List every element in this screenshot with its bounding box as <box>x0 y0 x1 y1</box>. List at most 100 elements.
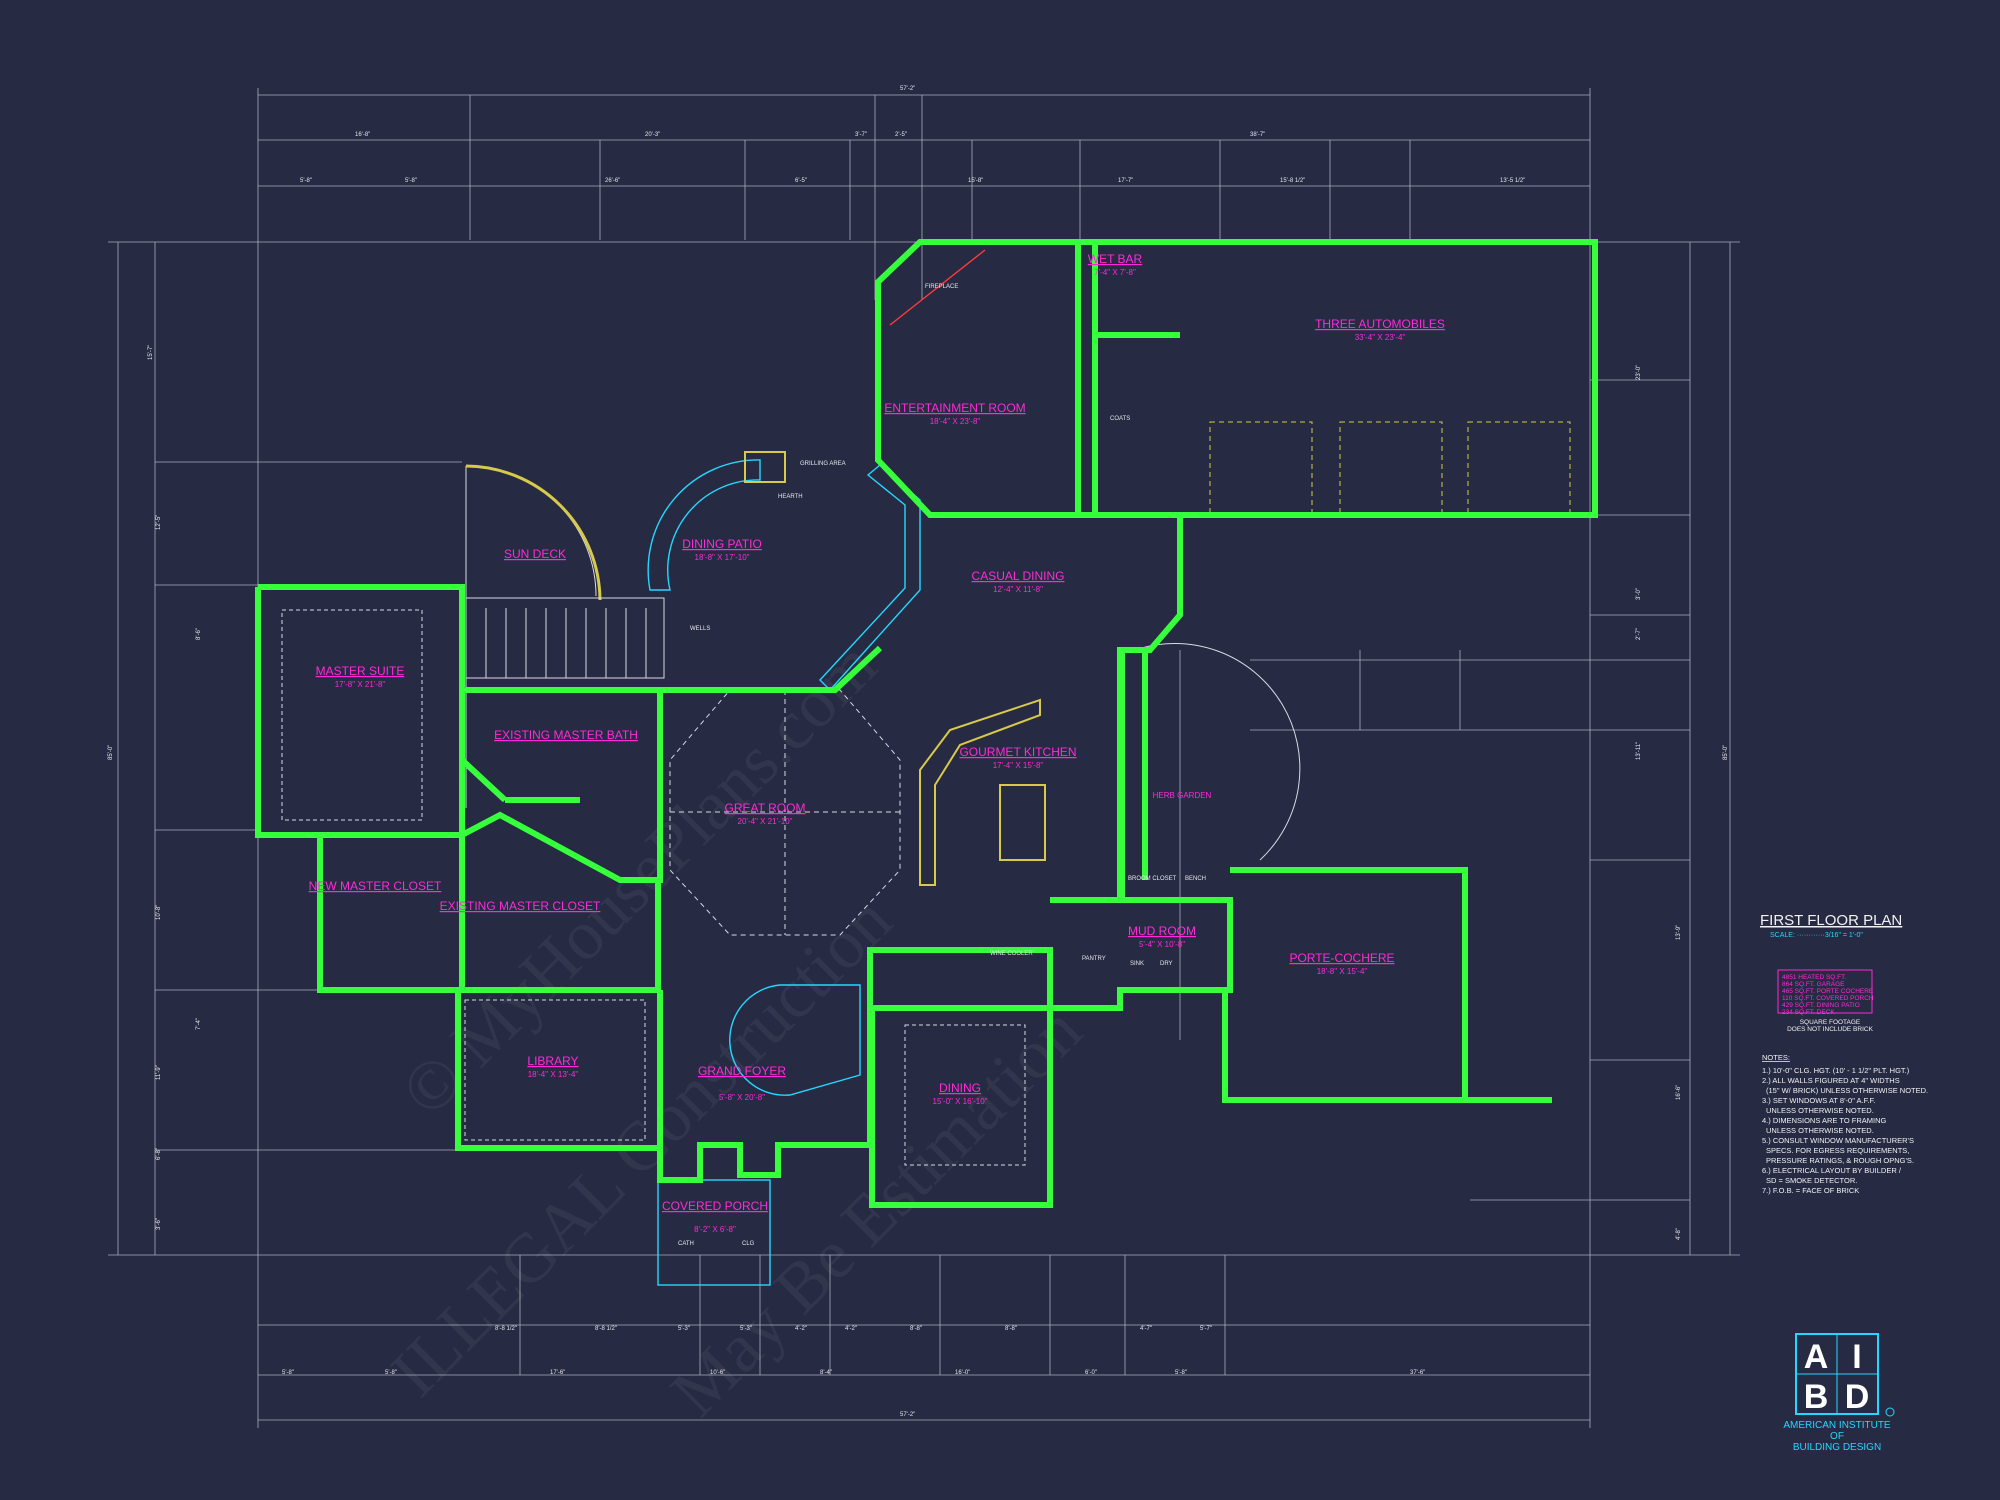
dim-bottom-2: 8'-8 1/2" <box>595 1326 617 1332</box>
sqft-line-3: 465 SQ.FT. PORTE COCHERE <box>1782 988 1874 995</box>
dim-bottom-2-2: 5'-8" <box>385 1370 397 1376</box>
great-room-wall <box>660 645 883 693</box>
clg-label: CLG <box>742 1241 755 1247</box>
dim-top-2-8: 13'-5 1/2" <box>1500 178 1525 184</box>
entertainment-wall <box>875 239 1180 518</box>
dim-top-2-4: 6'-5" <box>795 178 807 184</box>
room-library-size: 18'-4" X 13'-4" <box>528 1070 579 1079</box>
dim-bottom-5: 4'-2" <box>795 1326 807 1332</box>
dim-top-2: 20'-3" <box>645 132 660 138</box>
title-block: FIRST FLOOR PLAN SCALE: ············3/16… <box>1760 912 1902 939</box>
logo-letter-a: A <box>1804 1338 1829 1376</box>
logo-line-2: OF <box>1830 1431 1844 1442</box>
room-gourmet-kitchen-size: 17'-4" X 15'-8" <box>993 761 1044 770</box>
dim-bottom-2-8: 5'-8" <box>1175 1370 1187 1376</box>
sun-deck-deck-boards <box>465 597 665 679</box>
dim-bottom-6: 4'-2" <box>845 1326 857 1332</box>
sqft-line-6: 234 SQ.FT. DECK <box>1782 1009 1835 1016</box>
square-footage-box: 4851 HEATED SQ.FT. 864 SQ.FT. GARAGE 465… <box>1777 969 1874 1033</box>
overall-width-dim: 57'-2" <box>900 86 915 92</box>
sqft-footnote-1: SQUARE FOOTAGE <box>1800 1019 1861 1026</box>
room-wet-bar-name: WET BAR <box>1088 252 1143 266</box>
note-13: 7.) F.O.B. = FACE OF BRICK <box>1762 1186 1859 1195</box>
room-entertainment-room-size: 18'-4" X 23'-8" <box>930 417 981 426</box>
overall-depth-dim-right: 85'-0" <box>1723 745 1729 760</box>
garage-wall <box>1180 239 1598 518</box>
sink-label: SINK <box>1130 961 1144 967</box>
note-10: PRESSURE RATINGS, & ROUGH OPNG'S. <box>1766 1156 1914 1165</box>
logo-letter-b: B <box>1804 1378 1829 1416</box>
wells-label: WELLS <box>690 626 710 632</box>
fixtures <box>281 249 1571 1286</box>
logo-letter-i: I <box>1852 1338 1861 1376</box>
dim-left-8: 3'-6" <box>156 1218 162 1230</box>
dim-bottom-4: 5'-3" <box>740 1326 752 1332</box>
dim-left-4: 10'-8" <box>156 905 162 920</box>
angled-wall-line <box>889 249 986 326</box>
sun-deck-edge <box>465 464 602 601</box>
room-grand-foyer-name: GRAND FOYER <box>698 1064 786 1078</box>
dim-right-3: 2'-7" <box>1636 628 1642 640</box>
kitchen-bottom <box>867 947 1053 1008</box>
deck-railings <box>485 608 647 678</box>
pantry-label: PANTRY <box>1082 956 1106 962</box>
porch-stairs <box>657 1179 771 1286</box>
master-bed-outline <box>281 609 423 821</box>
dim-bottom-2-3: 17'-6" <box>550 1370 565 1376</box>
broom-closet-label: BROOM CLOSET <box>1128 876 1177 882</box>
sqft-line-2: 864 SQ.FT. GARAGE <box>1782 981 1845 988</box>
room-master-suite-name: MASTER SUITE <box>316 664 405 678</box>
dim-bottom-3: 5'-3" <box>678 1326 690 1332</box>
garage-door-3 <box>1467 421 1571 515</box>
dim-top-2-7: 15'-8 1/2" <box>1280 178 1305 184</box>
note-3: (15" W/ BRICK) UNLESS OTHERWISE NOTED. <box>1766 1086 1928 1095</box>
note-5: UNLESS OTHERWISE NOTED. <box>1766 1106 1874 1115</box>
dim-bottom-2-1: 5'-8" <box>282 1370 294 1376</box>
dim-right-6: 16'-6" <box>1676 1085 1682 1100</box>
room-grand-foyer-size: 5'-8" X 20'-8" <box>719 1093 765 1102</box>
dim-top-2-2: 5'-8" <box>405 178 417 184</box>
bath-wall <box>460 687 663 883</box>
bench-label: BENCH <box>1185 876 1206 882</box>
grill <box>744 451 786 483</box>
dim-right-4: 13'-11" <box>1636 742 1642 760</box>
dim-top-3: 3'-7" <box>855 132 867 138</box>
plan-scale: SCALE: ············3/16" = 1'-0" <box>1770 932 1863 939</box>
dim-left-7: 6'-8" <box>156 1148 162 1160</box>
note-7: UNLESS OTHERWISE NOTED. <box>1766 1126 1874 1135</box>
room-great-room-size: 20'-4" X 21'-10" <box>738 817 793 826</box>
room-mud-room-size: 5'-4" X 10'-8" <box>1139 940 1185 949</box>
dim-left-3: 8'-6" <box>196 628 202 640</box>
dim-bottom-9: 4'-7" <box>1140 1326 1152 1332</box>
room-gourmet-kitchen-name: GOURMET KITCHEN <box>959 745 1076 759</box>
plan-title: FIRST FLOOR PLAN <box>1760 912 1902 929</box>
dim-top-1: 16'-8" <box>355 132 370 138</box>
library-ceiling <box>464 999 646 1141</box>
dining-wall <box>869 1005 1053 1208</box>
dim-top-4: 2'-5" <box>895 132 907 138</box>
sqft-line-1: 4851 HEATED SQ.FT. <box>1782 974 1846 981</box>
dim-top-2-6: 17'-7" <box>1118 178 1133 184</box>
aibd-logo: A I B D AMERICAN INSTITUTE OF BUILDING D… <box>1783 1333 1895 1453</box>
room-new-master-closet-name: NEW MASTER CLOSET <box>309 879 442 893</box>
room-sun-deck-name: SUN DECK <box>504 547 566 561</box>
note-1: 1.) 10'-0" CLG. HGT. (10' - 1 1/2" PLT. … <box>1762 1066 1910 1075</box>
room-library-name: LIBRARY <box>527 1054 578 1068</box>
room-wet-bar-size: 7'-4" X 7'-8" <box>1094 268 1136 277</box>
mud-room-wall <box>1050 897 1233 1011</box>
dry-label: DRY <box>1160 961 1173 967</box>
note-6: 4.) DIMENSIONS ARE TO FRAMING <box>1762 1116 1886 1125</box>
room-dining-patio-size: 18'-8" X 17'-10" <box>695 553 750 562</box>
wine-cooler-label: WINE COOLER <box>990 951 1033 957</box>
room-mud-room-name: MUD ROOM <box>1128 924 1196 938</box>
foyer-wall <box>657 990 873 1183</box>
dim-bottom-2-4: 10'-6" <box>710 1370 725 1376</box>
dim-left-2: 12'-5" <box>156 515 162 530</box>
dim-right-7: 4'-8" <box>1676 1228 1682 1240</box>
dim-bottom-1: 8'-8 1/2" <box>495 1326 517 1332</box>
registered-mark-icon <box>1885 1407 1895 1417</box>
dim-top-2-5: 15'-8" <box>968 178 983 184</box>
kitchen-island <box>999 784 1046 861</box>
herb-garden-arc <box>1134 643 1301 861</box>
